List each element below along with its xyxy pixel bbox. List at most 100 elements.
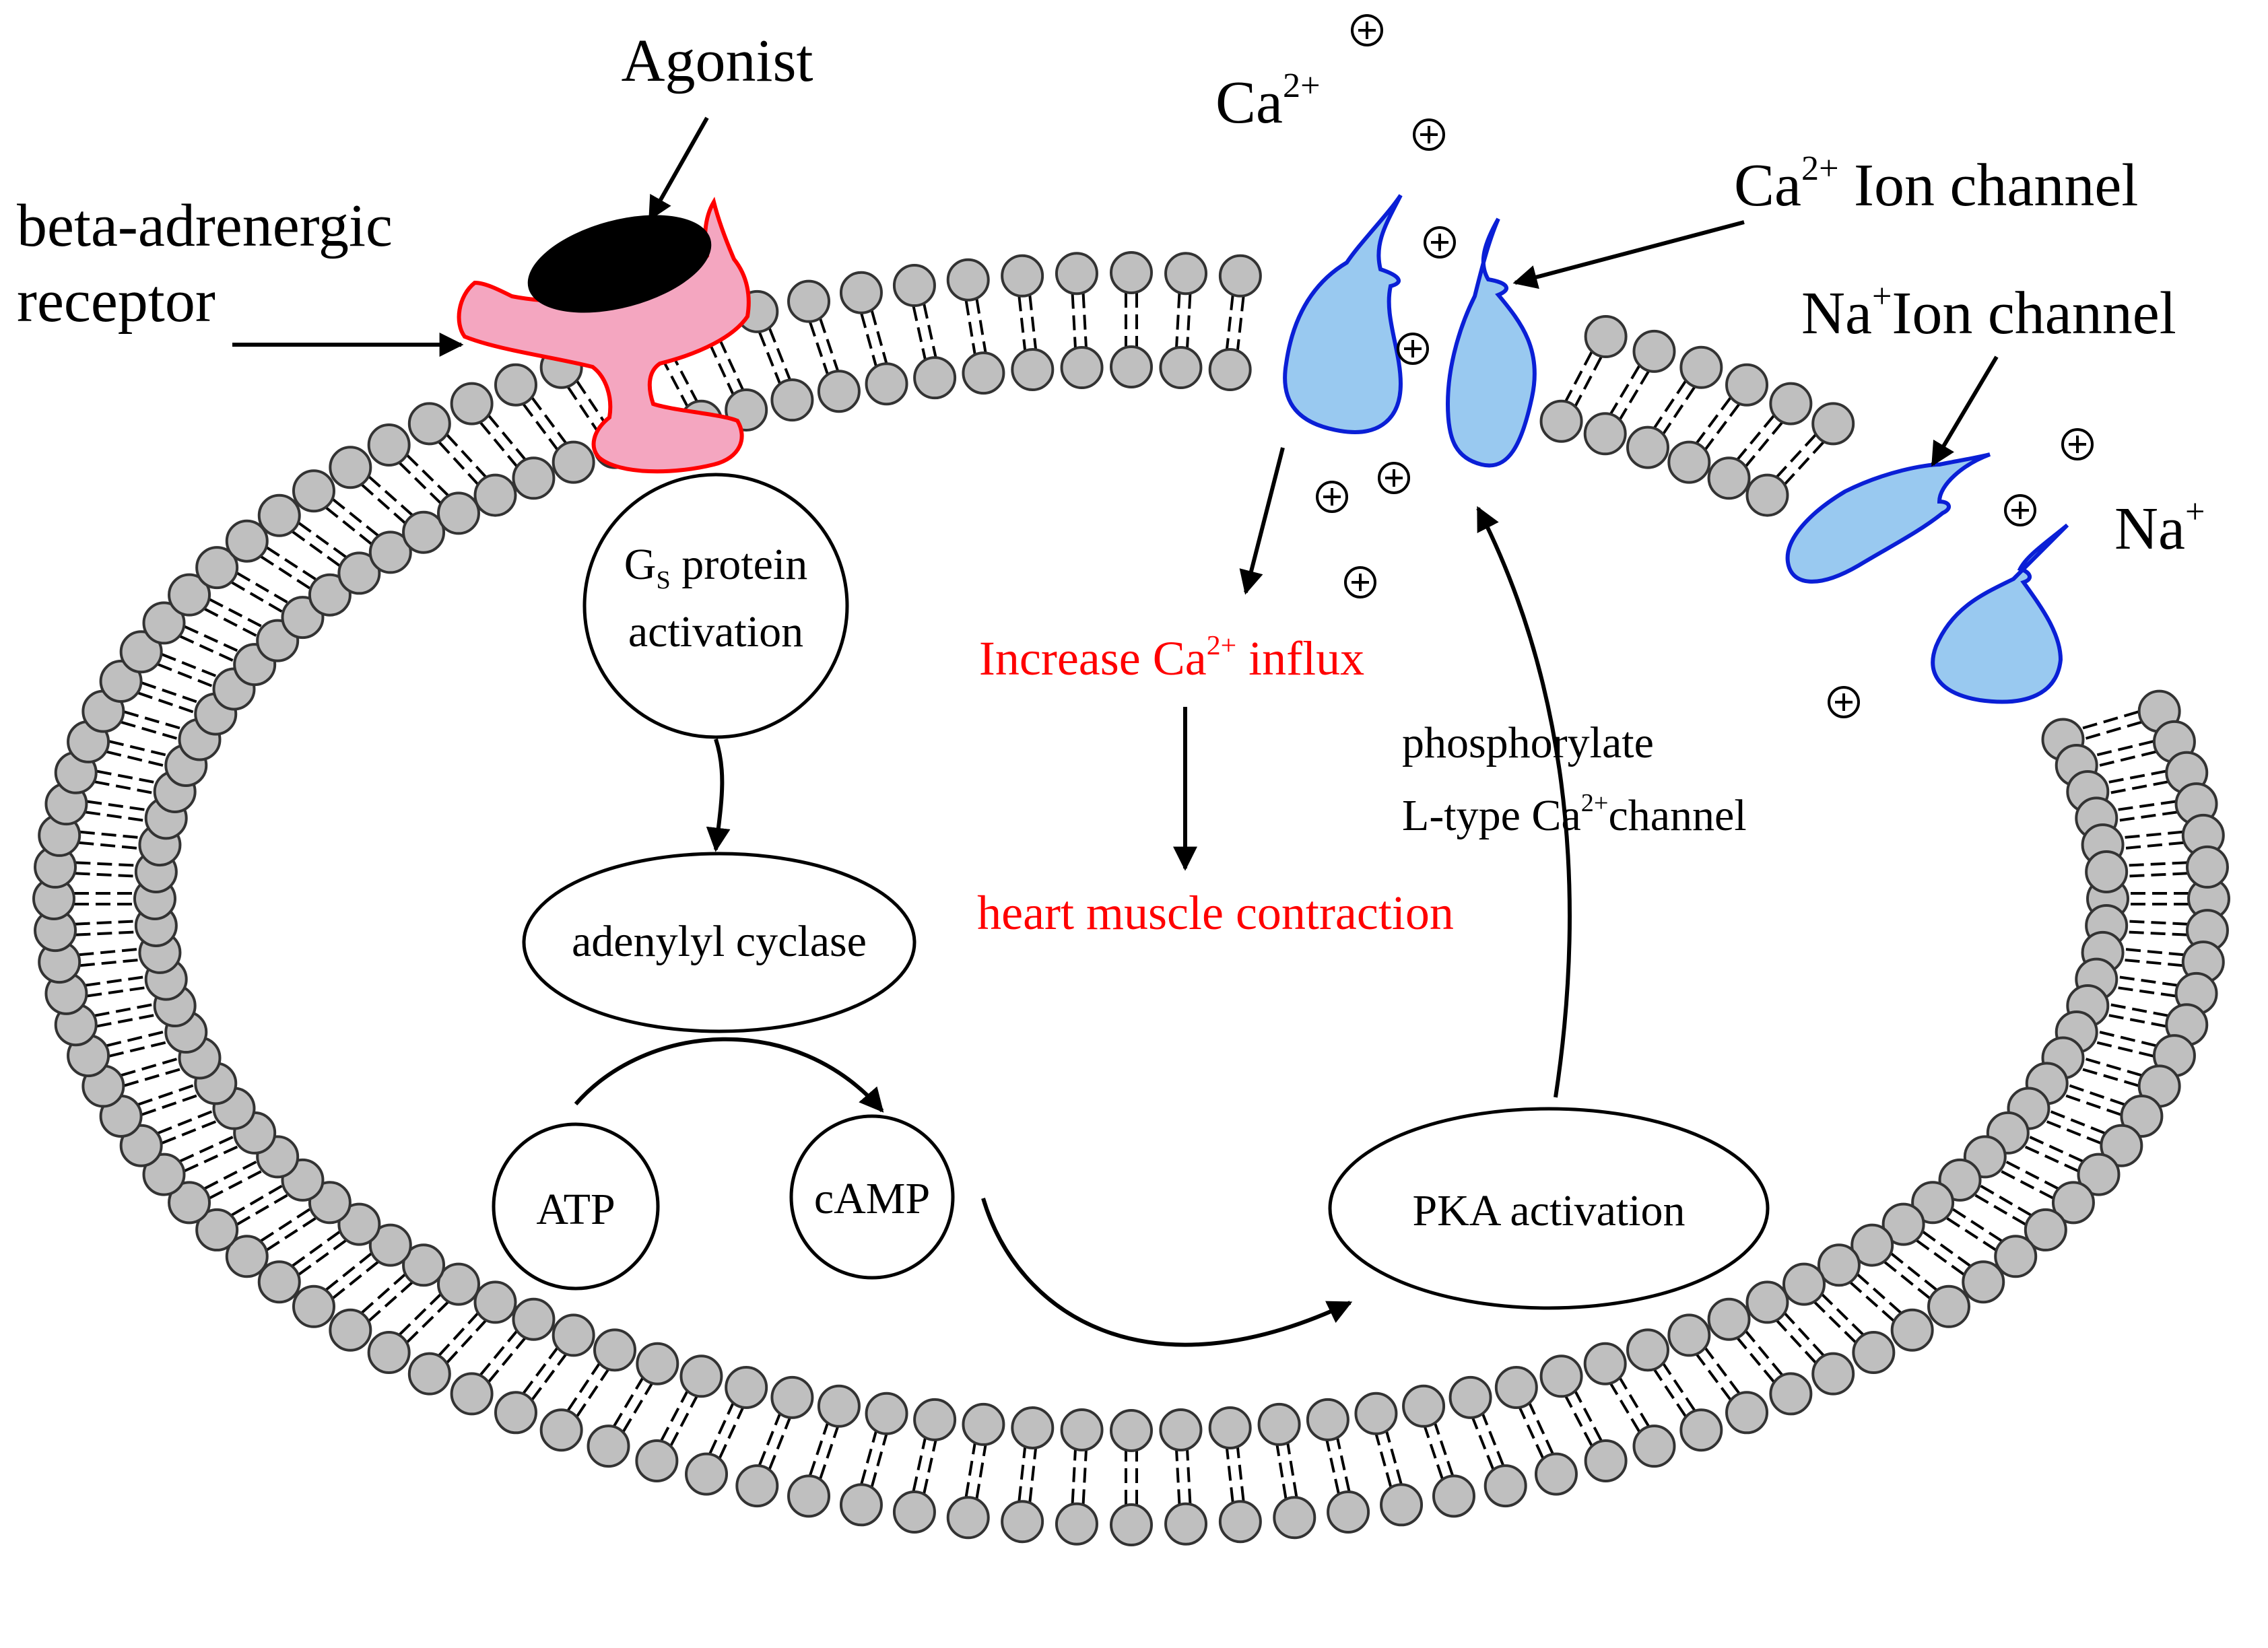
lipid-head [1850,1223,1894,1267]
lipid-tail [2080,1067,2139,1087]
lipid-head [1110,345,1153,388]
lipid-tail [2094,740,2154,757]
lipid-head [593,1328,637,1372]
lipid-head [119,1124,163,1167]
lipid-tail [96,769,157,784]
lipid-head [892,1490,936,1534]
lipid-tail [1018,1447,1027,1501]
lipid-tail [1226,295,1234,349]
lipid-head [494,363,537,407]
lipid-tail [361,483,406,524]
lipid-head [839,271,883,314]
lipid-head [2185,845,2229,889]
lipid-head [1060,1408,1104,1451]
lipid-head [1164,1502,1208,1546]
lipid-tail [1609,1383,1640,1433]
lipid-tail [1784,441,1825,485]
lipid-head [257,493,301,537]
lipid-head [1001,254,1044,298]
lipid-head [1890,1308,1934,1352]
sodium-channel-label: Na+Ion channel [1801,277,2176,347]
lipid-tail [2108,780,2168,795]
lipid-tail [531,397,567,444]
lipid-head [1539,399,1583,443]
lipid-tail [123,710,182,730]
receptor-label-line2: receptor [17,268,215,335]
lipid-head [635,1439,679,1482]
lipid-head [407,1352,451,1396]
lipid-head [1626,1328,1669,1372]
lipid-tail [1424,1427,1444,1480]
lipid-tail [236,1194,289,1226]
lipid-head [337,1202,381,1246]
lipid-tail [660,356,689,407]
lipid-head [817,1384,861,1428]
lipid-tail [1564,1396,1593,1447]
lipid-tail [1434,1423,1454,1476]
lipid-head [1725,363,1769,407]
lipid-head [1159,346,1203,390]
lipid-head [436,491,480,535]
lipid-tail [2005,1160,2059,1190]
lipid-tail [2106,769,2166,784]
lipid-tail [912,1437,927,1492]
lipid-head [587,1424,630,1468]
lipid-head [1110,1503,1153,1546]
lipid-tail [1745,1330,1783,1376]
lipid-tail [1916,1239,1965,1276]
lipid-tail [1236,296,1245,351]
lipid-tail [157,662,214,688]
lipid-tail [1286,1443,1298,1497]
lipid-head [473,1280,517,1324]
lipid-tail [1979,1184,2032,1216]
lipid-head [636,1342,679,1385]
lipid-head [292,1284,335,1328]
lipid-tail [2127,872,2188,878]
lipid-head [1725,1391,1769,1435]
lipid-tail [1745,421,1783,467]
lipid-tail [809,1423,829,1476]
lipid-tail [923,304,937,357]
lipid-tail [75,930,137,936]
lipid-tail [438,1312,479,1357]
lipid-tail [1574,356,1603,407]
lipid-tail [1821,1293,1864,1336]
lipid-head [1208,348,1252,392]
adenylyl-cyclase-node [522,852,916,1033]
lipid-head [195,546,239,590]
lipid-tail [361,1273,406,1314]
lipid-tail [1519,1407,1544,1459]
sodium-channel-lower-subunit [1931,523,2069,704]
agonist-pointer-arrow [648,116,709,221]
lipid-head [1632,1424,1676,1468]
lipid-head [1380,1483,1424,1527]
calcium-channel-right-subunit [1445,217,1537,468]
lipid-head [787,279,831,323]
camp-node [789,1114,955,1280]
lipid-head [1164,252,1208,296]
lipid-head [1745,1280,1789,1324]
lipid-head [913,1398,957,1441]
phosphorylate-label: phosphorylate [1402,718,1654,767]
lipid-tail [613,1377,644,1427]
lipid-head [1432,1474,1475,1518]
lipid-head [1448,1375,1492,1419]
lipid-head [1994,1235,2038,1278]
lipid-head [1707,1297,1751,1341]
lipid-tail [576,1369,609,1417]
lipid-tail [1071,1449,1077,1504]
lipid-head [512,1297,556,1341]
lipid-tail [758,1414,781,1466]
lipid-tail [2094,1040,2154,1058]
lipid-head [552,1313,595,1357]
lipid-tail [94,1002,155,1017]
lipid-tail [209,1169,263,1200]
lipid-tail [479,1330,518,1376]
lipid-head [367,1331,411,1375]
lipid-head [119,630,163,674]
lipid-tail [2108,1002,2168,1017]
lipid-tail [660,1391,689,1441]
lipid-head [735,1464,779,1508]
lipid-tail [368,475,413,516]
lipid-head [2051,1181,2095,1225]
